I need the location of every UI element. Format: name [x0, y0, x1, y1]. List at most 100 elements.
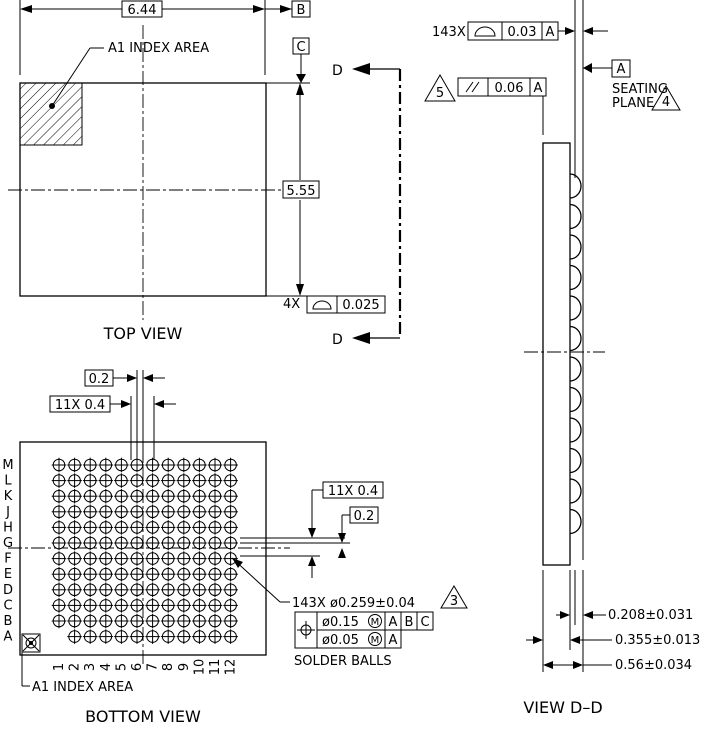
datum-b: B [297, 3, 306, 18]
substrate-section [542, 142, 571, 566]
fcf-row1-datum3: C [420, 615, 429, 630]
col-label: 9 [177, 663, 192, 671]
row-label: B [4, 614, 13, 629]
solder-ball [114, 520, 129, 535]
solder-ball [160, 457, 176, 473]
solder-ball [223, 629, 238, 644]
solder-ball [160, 551, 176, 566]
solder-ball [114, 488, 129, 504]
row-label: M [2, 458, 13, 473]
section-ball [569, 478, 582, 504]
solder-ball [51, 504, 67, 520]
solder-ball [207, 520, 223, 535]
solder-ball [98, 613, 114, 629]
section-ball [569, 173, 582, 199]
solder-ball [207, 598, 223, 613]
solder-ball [67, 598, 82, 613]
solder-ball [129, 629, 145, 644]
solder-ball [145, 566, 160, 582]
solder-ball [223, 473, 238, 488]
solder-ball [160, 582, 176, 598]
solder-ball [114, 582, 129, 598]
solder-ball [192, 457, 207, 473]
solder-ball [129, 473, 145, 488]
solder-ball [129, 535, 145, 551]
flatness-count: 4X [283, 297, 300, 312]
solder-ball [51, 473, 67, 488]
solder-ball [51, 520, 67, 535]
fcf-row1-tolerance: ø0.15 [322, 615, 359, 630]
solder-ball [114, 551, 129, 566]
section-ball [569, 508, 582, 535]
solder-ball [207, 504, 223, 520]
solder-ball [129, 566, 145, 582]
parallel-value: 0.06 [495, 81, 524, 96]
solder-ball [51, 488, 67, 504]
solder-ball [176, 504, 192, 520]
solder-ball [145, 520, 160, 535]
section-label-top: D [332, 63, 343, 79]
solder-ball [67, 613, 82, 629]
fcf-row2-datum1: A [389, 633, 398, 648]
col-label: 6 [130, 663, 145, 671]
height-dimension: 5.55 [287, 184, 316, 199]
solder-ball [223, 504, 238, 520]
coplanarity-value: 0.03 [508, 25, 537, 40]
pitch-y: 11X 0.4 [328, 484, 378, 499]
flatness-value: 0.025 [342, 298, 379, 313]
svg-text:M: M [371, 635, 380, 646]
solder-ball [51, 598, 67, 613]
solder-ball [223, 551, 238, 566]
solder-ball [98, 488, 114, 504]
width-dim-box [121, 0, 163, 18]
solder-ball [82, 457, 98, 473]
section-ball [569, 386, 582, 413]
row-label: L [4, 474, 12, 489]
solder-ball [223, 520, 238, 535]
solder-ball [192, 566, 207, 582]
solder-ball [145, 613, 160, 629]
solder-ball [160, 598, 176, 613]
solder-ball [98, 457, 114, 473]
solder-ball [145, 473, 160, 488]
solder-ball [192, 473, 207, 488]
solder-ball [145, 504, 160, 520]
solder-ball [82, 598, 98, 613]
solder-ball [145, 551, 160, 566]
solder-ball [145, 598, 160, 613]
solder-ball [176, 629, 192, 644]
solder-ball [223, 613, 238, 629]
solder-ball [176, 520, 192, 535]
solder-ball [223, 566, 238, 582]
solder-ball [98, 473, 114, 488]
solder-ball [114, 598, 129, 613]
solder-ball [114, 457, 129, 473]
pitch-offset-x: 0.2 [89, 372, 110, 387]
solder-ball [82, 535, 98, 551]
solder-ball [82, 582, 98, 598]
solder-ball [129, 520, 145, 535]
col-label: 3 [83, 663, 98, 671]
solder-ball [67, 488, 82, 504]
section-ball [569, 447, 582, 474]
row-label: A [4, 630, 13, 645]
section-balls [569, 173, 582, 535]
col-label: 1 [52, 663, 67, 671]
parallel-datum: A [534, 81, 543, 96]
datum-a: A [617, 62, 626, 77]
solder-ball [176, 457, 192, 473]
col-label: 2 [68, 663, 83, 671]
dim-standoff: 0.208±0.031 [608, 608, 693, 623]
ball-note: 3 [450, 594, 458, 609]
parallel-note: 5 [436, 86, 444, 101]
solder-ball [192, 613, 207, 629]
solder-ball [207, 535, 223, 551]
solder-ball [223, 457, 238, 473]
height-dim-box [282, 180, 320, 199]
row-label: F [4, 552, 11, 567]
solder-ball [176, 613, 192, 629]
solder-ball [223, 488, 238, 504]
solder-ball [98, 504, 114, 520]
solder-ball [51, 613, 67, 629]
